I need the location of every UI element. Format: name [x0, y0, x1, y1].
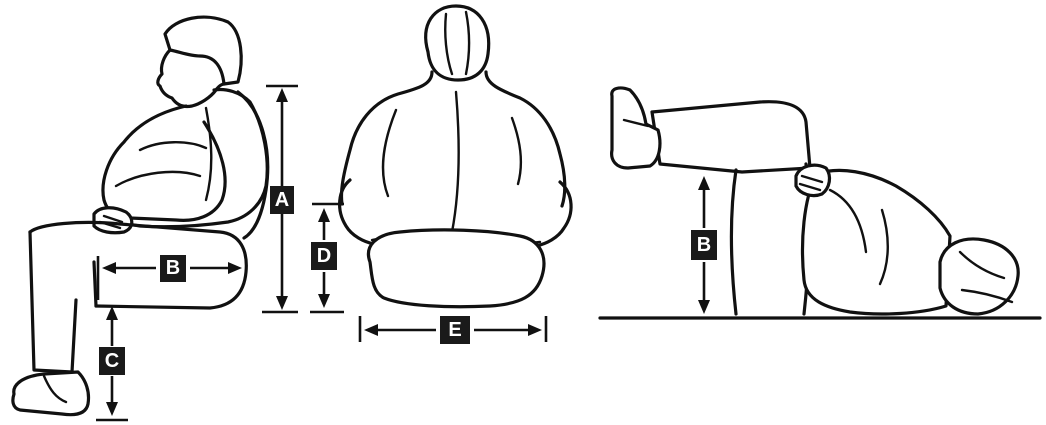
label-a-box	[270, 186, 294, 214]
seated-side-view-figure	[11, 15, 270, 417]
label-d-box	[311, 242, 337, 270]
supine-view-figure	[598, 86, 1042, 320]
dimension-b-side: B	[96, 255, 242, 300]
label-b-supine: B	[697, 234, 711, 256]
dimension-d: D	[310, 202, 344, 314]
label-e: E	[448, 319, 461, 341]
label-b-side-box	[160, 255, 186, 282]
label-e-box	[440, 316, 470, 344]
label-b-supine-box	[691, 230, 717, 260]
dimension-c: C	[96, 306, 128, 422]
dimension-a: A	[262, 84, 298, 314]
label-b-side: B	[166, 257, 180, 279]
seated-back-view-figure	[338, 4, 573, 309]
dimension-e: E	[358, 316, 548, 344]
dimension-b-supine: B	[691, 176, 717, 314]
label-a: A	[275, 189, 289, 211]
label-c-box	[99, 347, 125, 375]
label-c: C	[105, 350, 119, 372]
label-d: D	[317, 245, 331, 267]
